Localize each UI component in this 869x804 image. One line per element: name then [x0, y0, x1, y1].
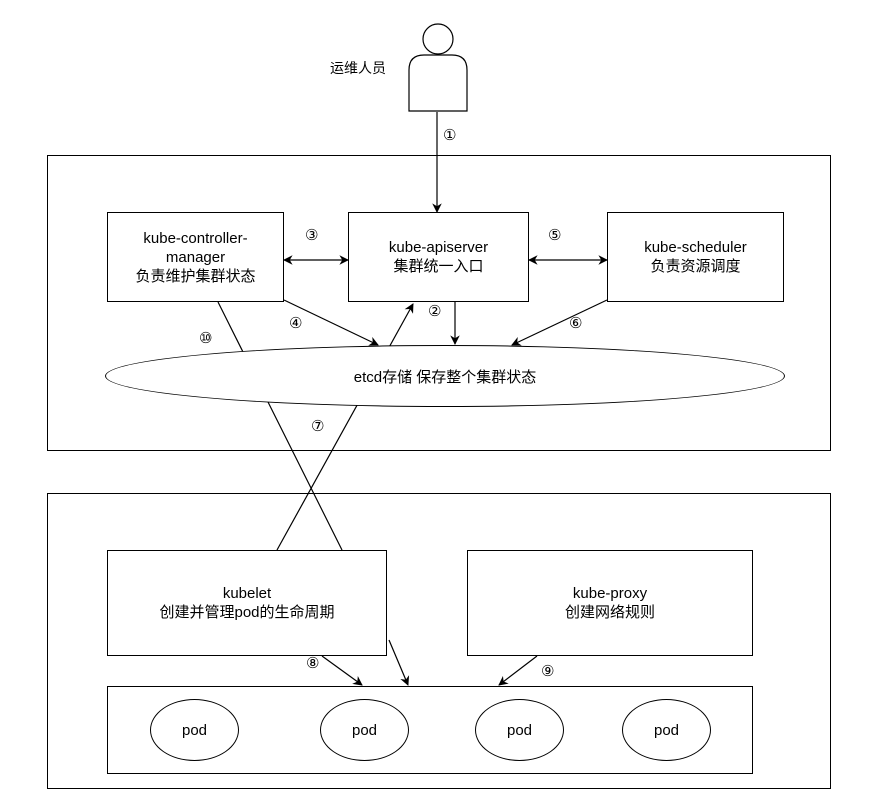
pod-ellipse: pod [150, 699, 239, 761]
arrow-proxy-to-pods [498, 655, 538, 686]
arrow-scheduler-to-etcd [511, 299, 608, 346]
kubelet-box: kubelet 创建并管理pod的生命周期 [107, 550, 387, 656]
pod-ellipse: pod [475, 699, 564, 761]
step-1: ① [443, 127, 457, 144]
operator-label: 运维人员 [330, 60, 386, 76]
arrow-kubelet-to-apiserver [276, 303, 414, 551]
arrow-controller-to-etcd [283, 299, 379, 346]
step-3: ③ [305, 227, 319, 244]
scheduler-box: kube-scheduler 负责资源调度 [607, 212, 784, 302]
step-10: ⑩ [199, 330, 213, 347]
pod-label: pod [351, 721, 378, 739]
controller-manager-name-2: manager [165, 248, 226, 266]
kube-proxy-desc: 创建网络规则 [564, 604, 655, 621]
arrow-kubelet-to-pods-right [388, 639, 410, 686]
kube-proxy-box: kube-proxy 创建网络规则 [467, 550, 753, 656]
apiserver-desc: 集群统一入口 [393, 258, 484, 275]
scheduler-name: kube-scheduler [644, 239, 747, 256]
etcd-ellipse: etcd存储 保存整个集群状态 [105, 345, 785, 407]
apiserver-box: kube-apiserver 集群统一入口 [348, 212, 529, 302]
line-controller-to-kubelet [217, 301, 343, 551]
kube-proxy-name: kube-proxy [572, 585, 648, 602]
etcd-label: etcd存储 保存整个集群状态 [353, 368, 537, 386]
pod-ellipse: pod [622, 699, 711, 761]
step-8: ⑧ [306, 655, 320, 672]
pod-ellipse: pod [320, 699, 409, 761]
step-4: ④ [289, 315, 303, 332]
pods-container [107, 686, 753, 774]
controller-manager-name-1: kube-controller- [143, 229, 248, 247]
controller-manager-box: kube-controller- manager 负责维护集群状态 [107, 212, 284, 302]
user-icon [408, 23, 468, 112]
arrow-kubelet-to-pods-left [321, 655, 363, 686]
step-7: ⑦ [311, 418, 325, 435]
step-2: ② [428, 303, 442, 320]
scheduler-desc: 负责资源调度 [650, 258, 741, 275]
pod-label: pod [506, 721, 533, 739]
step-5: ⑤ [548, 227, 562, 244]
step-6: ⑥ [569, 315, 583, 332]
pod-label: pod [653, 721, 680, 739]
apiserver-name: kube-apiserver [388, 239, 489, 256]
kubelet-name: kubelet [222, 585, 272, 602]
control-plane-frame [47, 155, 831, 451]
kubelet-desc: 创建并管理pod的生命周期 [159, 604, 335, 621]
controller-manager-desc: 负责维护集群状态 [135, 267, 256, 285]
worker-node-frame [47, 493, 831, 789]
step-9: ⑨ [541, 663, 555, 680]
pod-label: pod [181, 721, 208, 739]
